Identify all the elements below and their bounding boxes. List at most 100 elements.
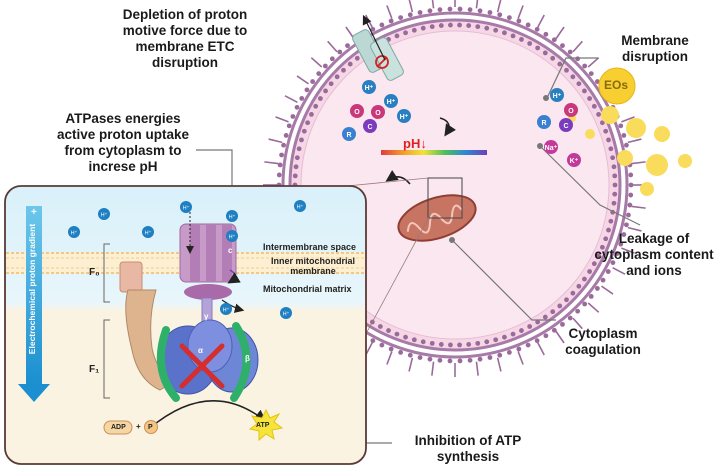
membrane-spike — [431, 361, 435, 376]
plus-sign: + — [136, 422, 141, 431]
ion-label: O — [375, 110, 381, 117]
lipid-head — [310, 79, 316, 84]
lipid-head — [394, 331, 400, 337]
phosphate-label: P — [148, 424, 153, 431]
lipid-head — [594, 79, 600, 84]
lipid-head — [337, 49, 343, 55]
lipid-head — [551, 37, 557, 43]
lipid-head — [502, 334, 507, 340]
lipid-head — [283, 133, 289, 138]
lipid-head — [603, 236, 609, 242]
lipid-head — [398, 349, 404, 355]
lipid-head — [438, 23, 444, 28]
ion-label: K⁺ — [570, 158, 579, 165]
lipid-head — [277, 162, 283, 168]
membrane-spike — [517, 5, 524, 19]
lipid-head — [564, 67, 569, 73]
lipid-head — [570, 290, 576, 296]
lipid-head — [493, 337, 499, 343]
proton-dot-label: H⁺ — [223, 307, 230, 314]
membrane-spike — [572, 317, 583, 330]
membrane-spike — [327, 40, 338, 53]
lipid-head — [621, 232, 627, 237]
lipid-head — [525, 342, 531, 348]
lipid-head — [487, 355, 493, 360]
proton-dot-label: H⁺ — [183, 205, 190, 212]
membrane-spike — [475, 361, 479, 376]
lipid-head — [457, 22, 462, 28]
lipid-head — [542, 50, 548, 56]
lipid-head — [279, 152, 284, 158]
ion-o — [350, 104, 364, 118]
lipid-head — [582, 301, 588, 307]
lipid-head — [477, 356, 483, 362]
lipid-head — [551, 327, 557, 333]
lipid-head — [516, 346, 522, 352]
membrane-spike — [627, 138, 642, 144]
lipid-head — [407, 12, 413, 18]
membrane-spike — [496, 357, 502, 372]
membrane-spike — [408, 357, 414, 372]
lipid-head — [621, 133, 627, 138]
f1-label: F₁ — [89, 364, 100, 375]
lipid-head — [493, 27, 499, 33]
ion-label: O — [354, 109, 360, 116]
membrane-spike — [555, 26, 565, 39]
lipid-head — [582, 276, 587, 282]
proton-dot — [280, 307, 292, 319]
lipid-head — [575, 308, 581, 314]
ion-h — [397, 109, 411, 123]
lipid-head — [448, 342, 453, 348]
lipid-head — [487, 10, 493, 15]
lipid-head — [403, 334, 408, 340]
lipid-head — [457, 358, 463, 364]
lipid-head — [587, 269, 593, 274]
lipid-head — [290, 114, 296, 119]
gradient-plus: + — [31, 207, 37, 218]
lipid-head — [612, 182, 618, 188]
ph-label: pH↓ — [403, 136, 427, 151]
gamma-label: γ — [204, 312, 209, 321]
atp-label: ATP — [256, 422, 270, 429]
rotor-arrow — [227, 269, 241, 284]
proton-dot — [142, 226, 154, 238]
lipid-head — [345, 43, 350, 49]
lipid-head — [370, 26, 376, 32]
lipid-head — [527, 41, 533, 46]
lipid-head — [309, 112, 314, 117]
ion-label: H⁺ — [553, 93, 562, 100]
ion-label: R — [346, 132, 351, 139]
intermembrane-label: Intermembrane space — [263, 242, 357, 252]
ion-c — [363, 119, 377, 133]
lipid-head — [618, 241, 624, 247]
adp-label: ADP — [111, 424, 126, 431]
ion-label: H⁺ — [365, 85, 374, 92]
lipid-head — [525, 22, 531, 28]
lipid-head — [317, 96, 323, 101]
lipid-head — [447, 6, 453, 12]
lipid-head — [467, 357, 473, 363]
lipid-head — [386, 328, 391, 333]
ion-label: H⁺ — [400, 114, 409, 121]
lipid-head — [519, 328, 524, 333]
membrane-spike — [572, 40, 583, 53]
lipid-head — [301, 128, 307, 134]
lipid-head — [506, 349, 512, 355]
membrane-spike — [284, 95, 298, 103]
beta-label: β — [245, 354, 250, 363]
lipid-head — [370, 338, 376, 344]
ion-label: C — [563, 123, 568, 130]
lipid-head — [600, 277, 606, 283]
adp-pill — [103, 420, 133, 435]
lipid-head — [628, 172, 634, 178]
ion-label: C — [367, 124, 372, 131]
lipid-head — [276, 172, 282, 178]
lipid-head — [379, 22, 385, 28]
phosphate-circle — [144, 420, 158, 434]
lipid-head — [323, 88, 328, 94]
proton-dot-label: H⁺ — [101, 212, 108, 219]
lipid-head — [354, 55, 360, 61]
